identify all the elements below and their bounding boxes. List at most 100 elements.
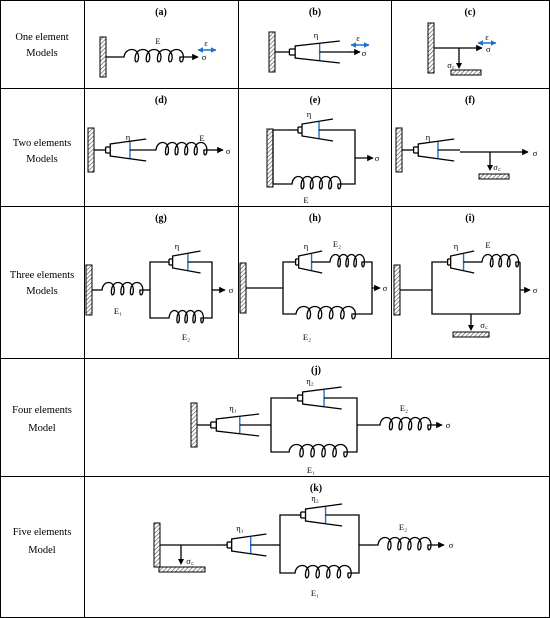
dashpot2-label: η₂	[306, 376, 313, 386]
row-label-one-element-line2: Models	[26, 48, 58, 59]
panel-label-i: (i)	[465, 213, 474, 224]
branch-wire	[270, 397, 285, 425]
dashpot-cylinder	[417, 138, 455, 162]
spring	[292, 305, 357, 320]
model-c-friction: σεσ꜀	[427, 22, 497, 76]
model-e-kelvin-voigt: ηEσ	[266, 109, 380, 205]
friction-ground	[450, 69, 482, 76]
fixed-wall	[99, 36, 107, 78]
stress-label: σ	[533, 148, 538, 158]
fixed-wall	[87, 127, 95, 173]
spring2-label: E₂	[333, 239, 341, 249]
spring	[120, 48, 185, 63]
strain-label: ε	[204, 38, 208, 48]
spring-label: E	[303, 195, 308, 205]
panel-label-a: (a)	[155, 7, 167, 18]
dashpot1-label: η₁	[229, 403, 236, 413]
fixed-wall	[153, 522, 161, 568]
dashpot-cylinder	[301, 118, 334, 142]
stress-label: σ	[446, 420, 451, 430]
dashpot1-label: η₁	[236, 523, 243, 533]
spring	[285, 443, 348, 458]
branch-wire	[205, 261, 213, 290]
friction-ground	[452, 331, 490, 338]
panel-label-j: (j)	[311, 365, 321, 376]
spring1-label: E₁	[307, 465, 315, 475]
row-label-four-elements-line2: Model	[28, 423, 55, 434]
panel-label-g: (g)	[155, 213, 167, 224]
friction-arrowhead	[487, 165, 493, 171]
friction-ground	[158, 566, 206, 573]
model-f-bingham: η σ σ꜀	[395, 127, 538, 180]
stress-label: σ	[375, 153, 380, 163]
yield-stress-label: σ꜀	[480, 320, 488, 330]
dashpot-cylinder	[301, 386, 342, 410]
friction-ground	[478, 173, 510, 180]
panel-label-k: (k)	[310, 483, 322, 494]
branch-wire	[431, 290, 520, 315]
branch-wire	[352, 545, 360, 574]
friction-arrowhead	[468, 325, 474, 331]
yield-stress-label: σ꜀	[493, 162, 501, 172]
row-label-two-elements-line2: Models	[26, 154, 58, 165]
spring	[288, 175, 342, 190]
strain-label: ε	[485, 32, 489, 42]
spring	[326, 253, 366, 268]
model-d-maxwell: η Eσ	[87, 127, 231, 173]
branch-wire	[270, 425, 285, 453]
row-label-one-element-line1: One element	[15, 32, 68, 43]
spring2-label: E₂	[400, 403, 408, 413]
branch-wire	[342, 158, 356, 185]
dashpot-label: η	[126, 132, 130, 142]
stress-label: σ	[229, 285, 234, 295]
spring	[374, 536, 432, 551]
spring	[291, 564, 352, 579]
fixed-wall	[239, 262, 247, 314]
spring	[478, 253, 520, 268]
panel-label-h: (h)	[309, 213, 321, 224]
stress-label: σ	[226, 146, 231, 156]
stress-label: σ	[533, 285, 538, 295]
panel-label-d: (d)	[155, 95, 167, 106]
branch-wire	[348, 514, 360, 545]
panel-label-f: (f)	[465, 95, 475, 106]
dashpot-label: η	[426, 132, 430, 142]
dashpot-cylinder	[171, 250, 201, 274]
panel-label-b: (b)	[309, 7, 321, 18]
branch-wire	[279, 514, 289, 545]
fixed-wall	[266, 128, 274, 188]
branch-wire	[272, 129, 288, 158]
model-a-spring: Eσε	[99, 36, 217, 78]
friction-arrowhead	[456, 63, 462, 69]
branch-wire	[149, 290, 165, 319]
dashpot-cylinder	[294, 40, 340, 64]
dashpot2-label: η₂	[311, 493, 318, 503]
friction-arrowhead	[178, 559, 184, 565]
row-label-three-elements-line2: Models	[26, 286, 58, 297]
stress-label: σ	[383, 283, 388, 293]
row-label-five-elements-line2: Model	[28, 545, 55, 556]
row-label-four-elements-line1: Four elements	[12, 405, 72, 416]
model-b-dashpot: ησε	[268, 30, 370, 73]
dashpot-cylinder	[109, 138, 147, 162]
row-label-two-elements-line1: Two elements	[13, 138, 71, 149]
row-label-three-elements-line1: Three elements	[10, 270, 74, 281]
dashpot-label: η	[175, 241, 179, 251]
spring1-label: E₁	[114, 306, 122, 316]
branch-wire	[205, 290, 213, 319]
branch-wire	[149, 261, 160, 290]
panel-label-e: (e)	[309, 95, 320, 106]
fixed-wall	[268, 31, 276, 73]
spring-label: E	[199, 133, 204, 143]
fixed-wall	[393, 264, 401, 316]
fixed-wall	[190, 402, 198, 448]
panel-label-c: (c)	[464, 7, 475, 18]
branch-wire	[282, 261, 288, 288]
branch-wire	[272, 158, 288, 185]
fixed-wall	[85, 264, 93, 316]
